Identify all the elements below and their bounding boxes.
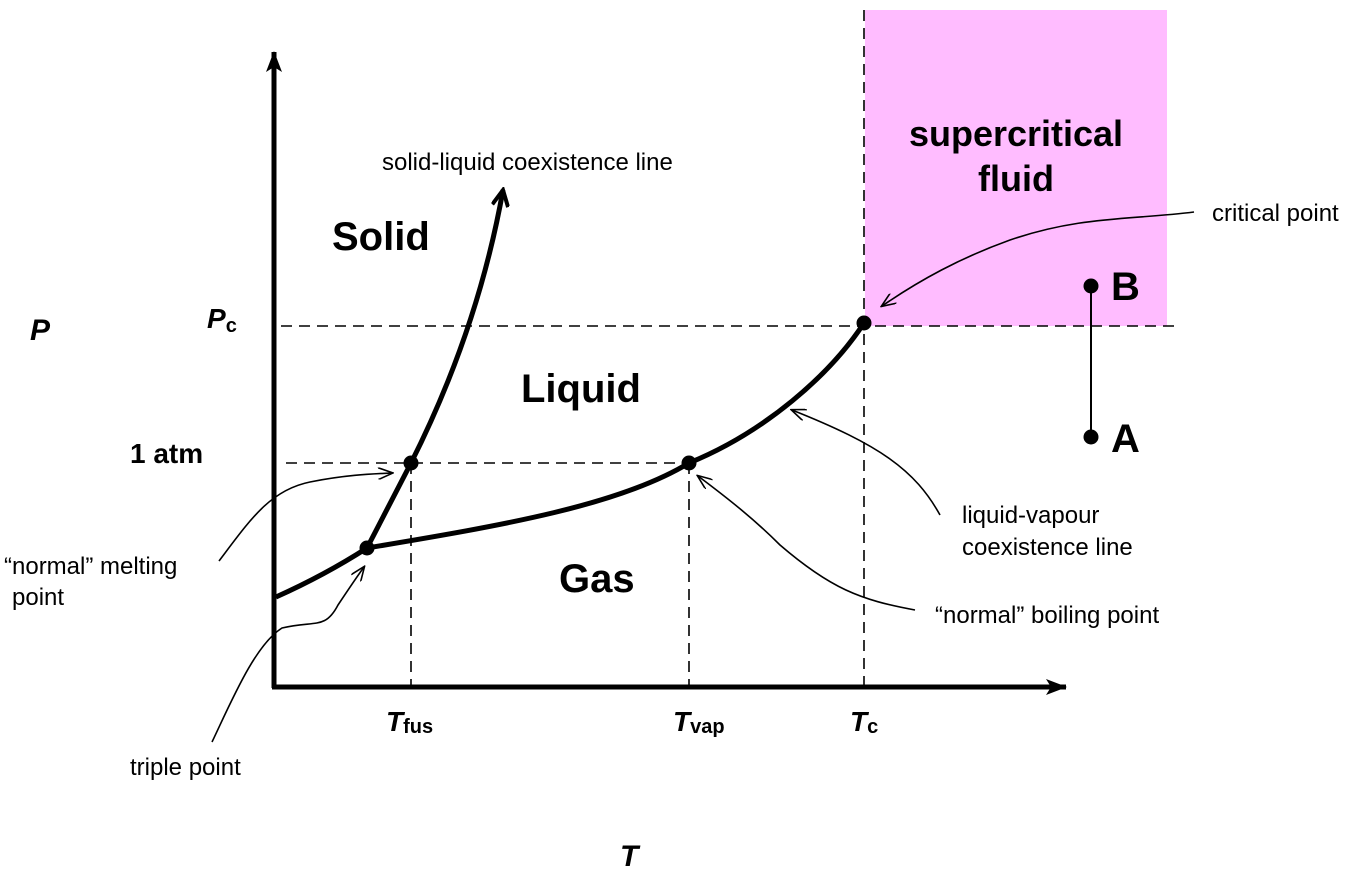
one-atm-label: 1 atm	[130, 438, 203, 469]
triple-point-annotation: triple point	[130, 754, 241, 781]
normal-boiling-point-callout	[698, 476, 916, 611]
normal-boiling-point-marker	[681, 455, 697, 471]
temperature-axis-label: T	[620, 840, 641, 873]
gas-region-label: Gas	[559, 557, 635, 601]
normal-melting-annotation-line2: point	[12, 584, 64, 611]
liquid-region-label: Liquid	[521, 367, 641, 411]
sublimation-curve	[274, 545, 369, 600]
critical-temperature-label: Tc	[850, 706, 878, 738]
normal-melting-annotation-line1: “normal” melting	[4, 553, 177, 580]
critical-pressure-subscript: c	[226, 315, 237, 337]
liquid-vapour-annotation-line1: liquid-vapour	[962, 502, 1099, 529]
point-b-marker	[1083, 278, 1099, 294]
liquid-vapour-annotation-line2: coexistence line	[962, 534, 1133, 561]
critical-temperature-symbol: T	[850, 706, 870, 737]
solid-liquid-line-annotation: solid-liquid coexistence line	[382, 149, 673, 176]
fusion-temperature-subscript: fus	[403, 716, 433, 738]
critical-pressure-symbol: P	[207, 303, 226, 334]
liquid-vapour-coexistence-curve	[366, 321, 867, 551]
supercritical-region	[865, 10, 1167, 326]
point-a-label: A	[1111, 417, 1140, 461]
pressure-axis-label: P	[30, 314, 51, 347]
vaporization-temperature-subscript: vap	[690, 716, 724, 738]
vaporization-temperature-label: Tvap	[673, 706, 725, 738]
vaporization-temperature-symbol: T	[673, 706, 693, 737]
normal-boiling-point-annotation: “normal” boiling point	[935, 602, 1159, 629]
critical-pressure-label: Pc	[207, 303, 237, 337]
point-b-label: B	[1111, 265, 1140, 309]
supercritical-label-line1: supercritical	[909, 113, 1123, 154]
normal-melting-point-callout	[218, 473, 392, 562]
fusion-temperature-label: Tfus	[386, 706, 433, 738]
supercritical-label-line2: fluid	[978, 158, 1054, 199]
triple-point-marker	[359, 540, 375, 556]
critical-point-callout	[882, 211, 1195, 306]
normal-melting-point-marker	[403, 455, 419, 471]
fusion-temperature-symbol: T	[386, 706, 406, 737]
solid-liquid-coexistence-curve	[364, 190, 503, 550]
critical-point-annotation: critical point	[1212, 200, 1339, 227]
critical-point-marker	[856, 315, 872, 331]
triple-point-callout	[211, 567, 364, 743]
point-a-marker	[1083, 429, 1099, 445]
critical-temperature-subscript: c	[867, 716, 878, 738]
liquid-vapour-callout	[792, 410, 941, 516]
solid-region-label: Solid	[332, 215, 430, 259]
